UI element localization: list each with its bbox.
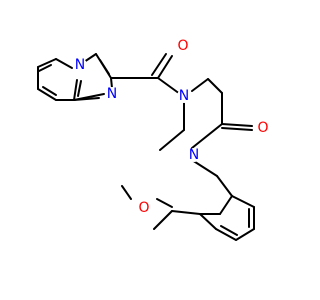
bond <box>73 97 100 101</box>
bond <box>77 80 82 97</box>
bond <box>235 228 255 241</box>
atom-o-carbonyl: O <box>177 38 188 54</box>
bond <box>151 53 167 76</box>
atom-n-amide-acyl: N <box>179 88 189 104</box>
bond <box>215 228 237 241</box>
bond <box>221 127 253 131</box>
bond <box>37 88 57 101</box>
bond <box>73 79 78 101</box>
atom-n-ring: N <box>107 86 117 102</box>
bond <box>55 58 73 69</box>
bond <box>191 78 209 92</box>
bond <box>199 213 217 230</box>
bond <box>207 78 223 94</box>
bond <box>231 195 255 208</box>
bond <box>219 195 233 215</box>
atom-o-lactam: O <box>257 120 268 136</box>
bond <box>38 64 52 72</box>
bond <box>153 210 173 230</box>
bond <box>99 59 110 75</box>
bond <box>171 210 201 215</box>
bond <box>42 86 57 96</box>
bond <box>157 55 173 79</box>
bond <box>191 159 218 177</box>
bond <box>156 198 173 208</box>
bond <box>159 129 185 151</box>
bond <box>220 225 238 236</box>
atom-n-benzyl: N <box>189 147 199 163</box>
bond <box>191 123 223 149</box>
bond <box>221 123 253 127</box>
bond <box>157 77 181 95</box>
bond <box>110 77 113 89</box>
bond <box>121 185 132 200</box>
atom-labels: N N O N O N O <box>73 38 270 216</box>
molecule-structure-diagram: N N O N O N O <box>37 38 270 241</box>
bond <box>216 175 233 197</box>
bond <box>37 58 57 68</box>
atom-o-methoxy: O <box>138 200 149 216</box>
atom-n-bridge: N <box>75 57 85 73</box>
